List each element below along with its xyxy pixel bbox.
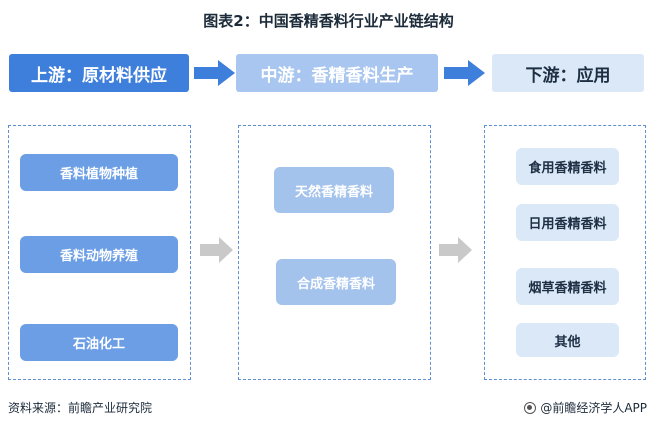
downstream-item: 烟草香精香料 (516, 268, 619, 305)
downstream-panel (484, 125, 646, 380)
brand-text: @前瞻经济学人APP (540, 401, 647, 415)
downstream-item: 其他 (516, 323, 619, 357)
upstream-item: 香料植物种植 (20, 154, 178, 191)
arrow-right-icon (200, 237, 233, 263)
upstream-item: 石油化工 (20, 324, 178, 361)
midstream-item: 天然香精香料 (274, 167, 394, 213)
arrow-right-icon (444, 60, 485, 86)
midstream-header: 中游：香精香料生产 (236, 54, 438, 92)
source-note: 资料来源：前瞻产业研究院 (8, 401, 153, 415)
downstream-item: 日用香精香料 (516, 204, 619, 241)
arrow-right-icon (194, 60, 235, 86)
upstream-header: 上游：原材料供应 (9, 54, 189, 92)
midstream-item: 合成香精香料 (276, 259, 396, 305)
brand-credit: @前瞻经济学人APP (524, 399, 647, 416)
chart-title: 图表2：中国香精香料行业产业链结构 (203, 12, 454, 30)
upstream-panel (8, 125, 191, 380)
midstream-panel (238, 125, 431, 380)
downstream-item: 食用香精香料 (516, 148, 619, 185)
arrow-right-icon (439, 237, 472, 263)
upstream-item: 香料动物养殖 (20, 236, 178, 273)
downstream-header: 下游：应用 (492, 54, 644, 92)
brand-logo-icon (524, 401, 537, 414)
